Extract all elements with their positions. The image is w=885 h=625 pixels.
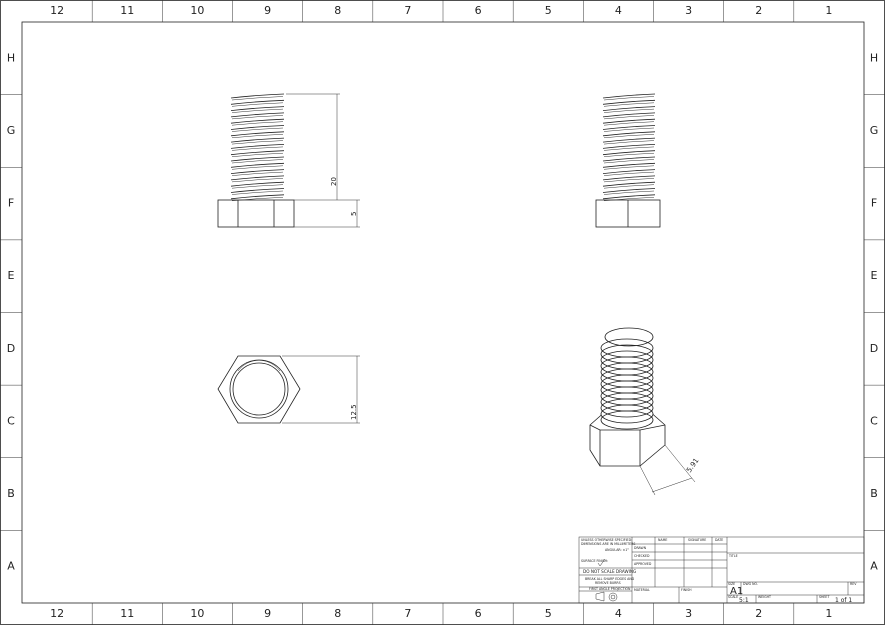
zone-row-label: A [870, 560, 878, 573]
zone-column-label: 10 [190, 607, 204, 620]
surface-finish: SURFACE FINISH: [581, 559, 608, 563]
hexagon [217, 355, 301, 424]
first-angle-projection-icon [595, 591, 618, 602]
signature-header: SIGNATURE [688, 538, 706, 542]
top-view: 12.5 [217, 355, 360, 424]
side-view [595, 93, 661, 228]
zone-column-label: 7 [404, 4, 411, 17]
zone-row-label: E [8, 269, 15, 282]
weight-label: WEIGHT [758, 595, 771, 599]
zone-column-label: 8 [334, 607, 341, 620]
material-label: MATERIAL [634, 588, 650, 592]
zone-row-label: F [871, 197, 877, 210]
zone-column-label: 8 [334, 4, 341, 17]
zone-row-label: C [7, 414, 15, 427]
drawn-label: DRAWN [634, 546, 647, 550]
zone-column-label: 1 [825, 607, 832, 620]
thread-front [230, 93, 285, 202]
zone-row-label: H [870, 51, 878, 64]
break-edges-note: BREAK ALL SHARP EDGES AND [585, 577, 635, 581]
dimension-head-height: 5 [294, 199, 360, 228]
checked-label: CHECKED [634, 554, 650, 558]
zone-row-label: G [7, 124, 16, 137]
zone-column-label: 9 [264, 4, 271, 17]
dimension-text: 5 [350, 212, 358, 216]
zone-row-label: D [7, 342, 15, 355]
surface-finish-symbol [597, 558, 606, 567]
zone-column-label: 2 [755, 4, 762, 17]
dimension-across-corners: 12.5 [282, 355, 360, 424]
zone-column-label: 12 [50, 4, 64, 17]
zone-row-label: B [7, 487, 15, 500]
zone-column-label: 11 [120, 4, 134, 17]
zone-column-label: 10 [190, 4, 204, 17]
zone-column-label: 4 [615, 607, 622, 620]
name-header: NAME [658, 538, 667, 542]
dimension-thread-length: 20 [286, 93, 340, 200]
zone-row-label: H [7, 51, 15, 64]
isometric-view: 5.91 [589, 327, 701, 496]
sheet-number: 1 of 1 [835, 597, 852, 604]
zone-column-label: 12 [50, 607, 64, 620]
zone-row-label: B [870, 487, 878, 500]
zone-row-label: A [7, 560, 15, 573]
title-label: TITLE [728, 554, 738, 558]
scale-value: 5:1 [739, 597, 749, 604]
zone-column-label: 3 [685, 607, 692, 620]
zone-column-label: 5 [545, 4, 552, 17]
sheet-size: A1 [730, 586, 743, 597]
front-view: 20 5 [217, 93, 360, 228]
date-header: DATE [715, 538, 723, 542]
zone-column-label: 11 [120, 607, 134, 620]
zone-row-label: G [870, 124, 879, 137]
zone-column-label: 5 [545, 607, 552, 620]
dwg-no-label: DWG NO. [743, 582, 758, 586]
finish-label: FINISH [681, 588, 692, 592]
dimension-text: 5.91 [685, 457, 700, 474]
zone-row-label: F [8, 197, 14, 210]
approved-label: APPROVED [634, 562, 652, 566]
zone-row-label: E [871, 269, 878, 282]
thread-iso [600, 327, 654, 430]
drawing-frame [21, 21, 865, 604]
projection-label: FIRST ANGLE PROJECTION [589, 587, 631, 591]
zone-column-label: 4 [615, 4, 622, 17]
sheet-label: SHEET [819, 595, 829, 599]
angular-tolerance: ANGULAR: ±1° [605, 548, 629, 552]
rev-label: REV [850, 582, 857, 586]
zone-row-label: C [870, 414, 878, 427]
size-label: SIZE [728, 582, 735, 586]
zone-column-label: 6 [475, 607, 482, 620]
zone-column-label: 9 [264, 607, 271, 620]
zone-column-label: 3 [685, 4, 692, 17]
scale-label: SCALE [728, 595, 738, 599]
hex-head-front [217, 199, 295, 228]
zone-column-label: 2 [755, 607, 762, 620]
thread-side [602, 93, 656, 202]
zone-column-label: 1 [825, 4, 832, 17]
zone-column-label: 6 [475, 4, 482, 17]
dimension-text: 12.5 [350, 404, 358, 420]
dimension-iso: 5.91 [639, 444, 701, 496]
break-edges-note: REMOVE BURRS [595, 581, 621, 585]
dimension-text: 20 [330, 177, 338, 186]
tolerance-note: UNLESS OTHERWISE SPECIFIED: [581, 538, 632, 542]
title-block: UNLESS OTHERWISE SPECIFIED: DIMENSIONS A… [578, 536, 865, 604]
zone-row-label: D [870, 342, 878, 355]
zone-column-label: 7 [404, 607, 411, 620]
do-not-scale-note: DO NOT SCALE DRAWING [583, 569, 636, 574]
tolerance-note: DIMENSIONS ARE IN MILLIMETERS [581, 542, 635, 546]
